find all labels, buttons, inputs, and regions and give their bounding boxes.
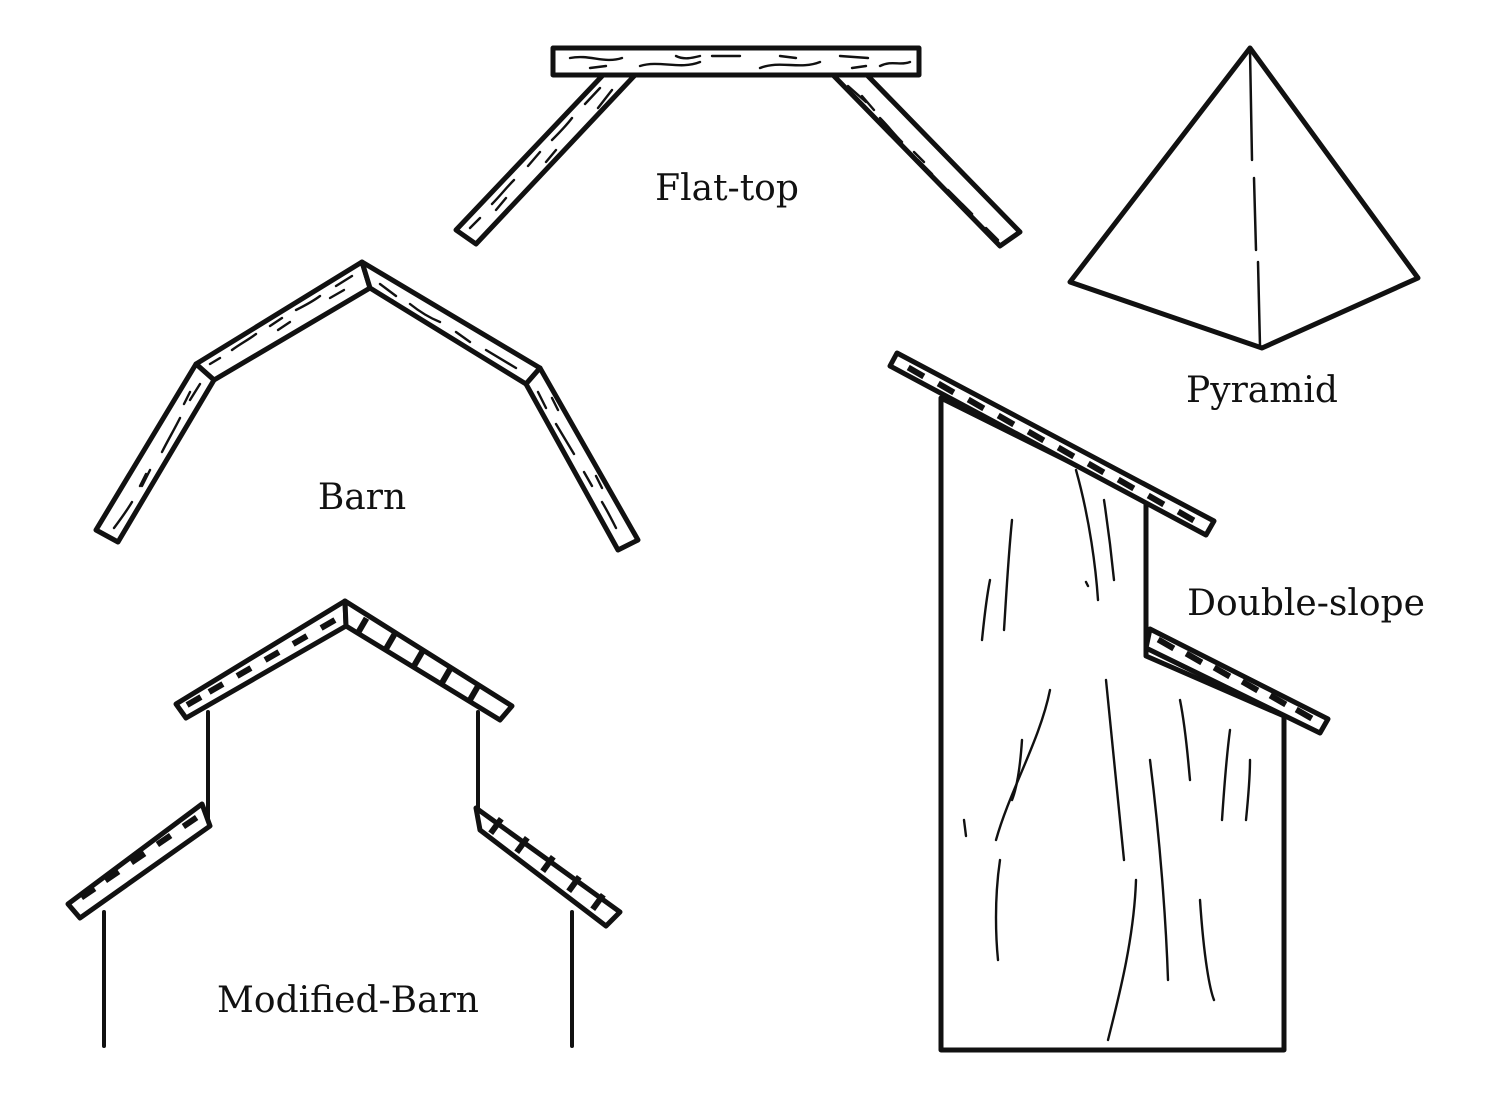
barn-roof [93, 259, 641, 553]
pyramid-roof [1067, 45, 1421, 351]
double-slope-roof [887, 350, 1331, 1053]
flat-top-label: Flat-top [655, 168, 799, 209]
modified-barn-roof [65, 598, 623, 1048]
flat-top-roof [453, 45, 1023, 249]
modified-barn-label: Modified-Barn [217, 980, 479, 1021]
pyramid-label: Pyramid [1186, 370, 1338, 411]
double-slope-label: Double-slope [1187, 583, 1425, 624]
barn-label: Barn [318, 477, 406, 518]
